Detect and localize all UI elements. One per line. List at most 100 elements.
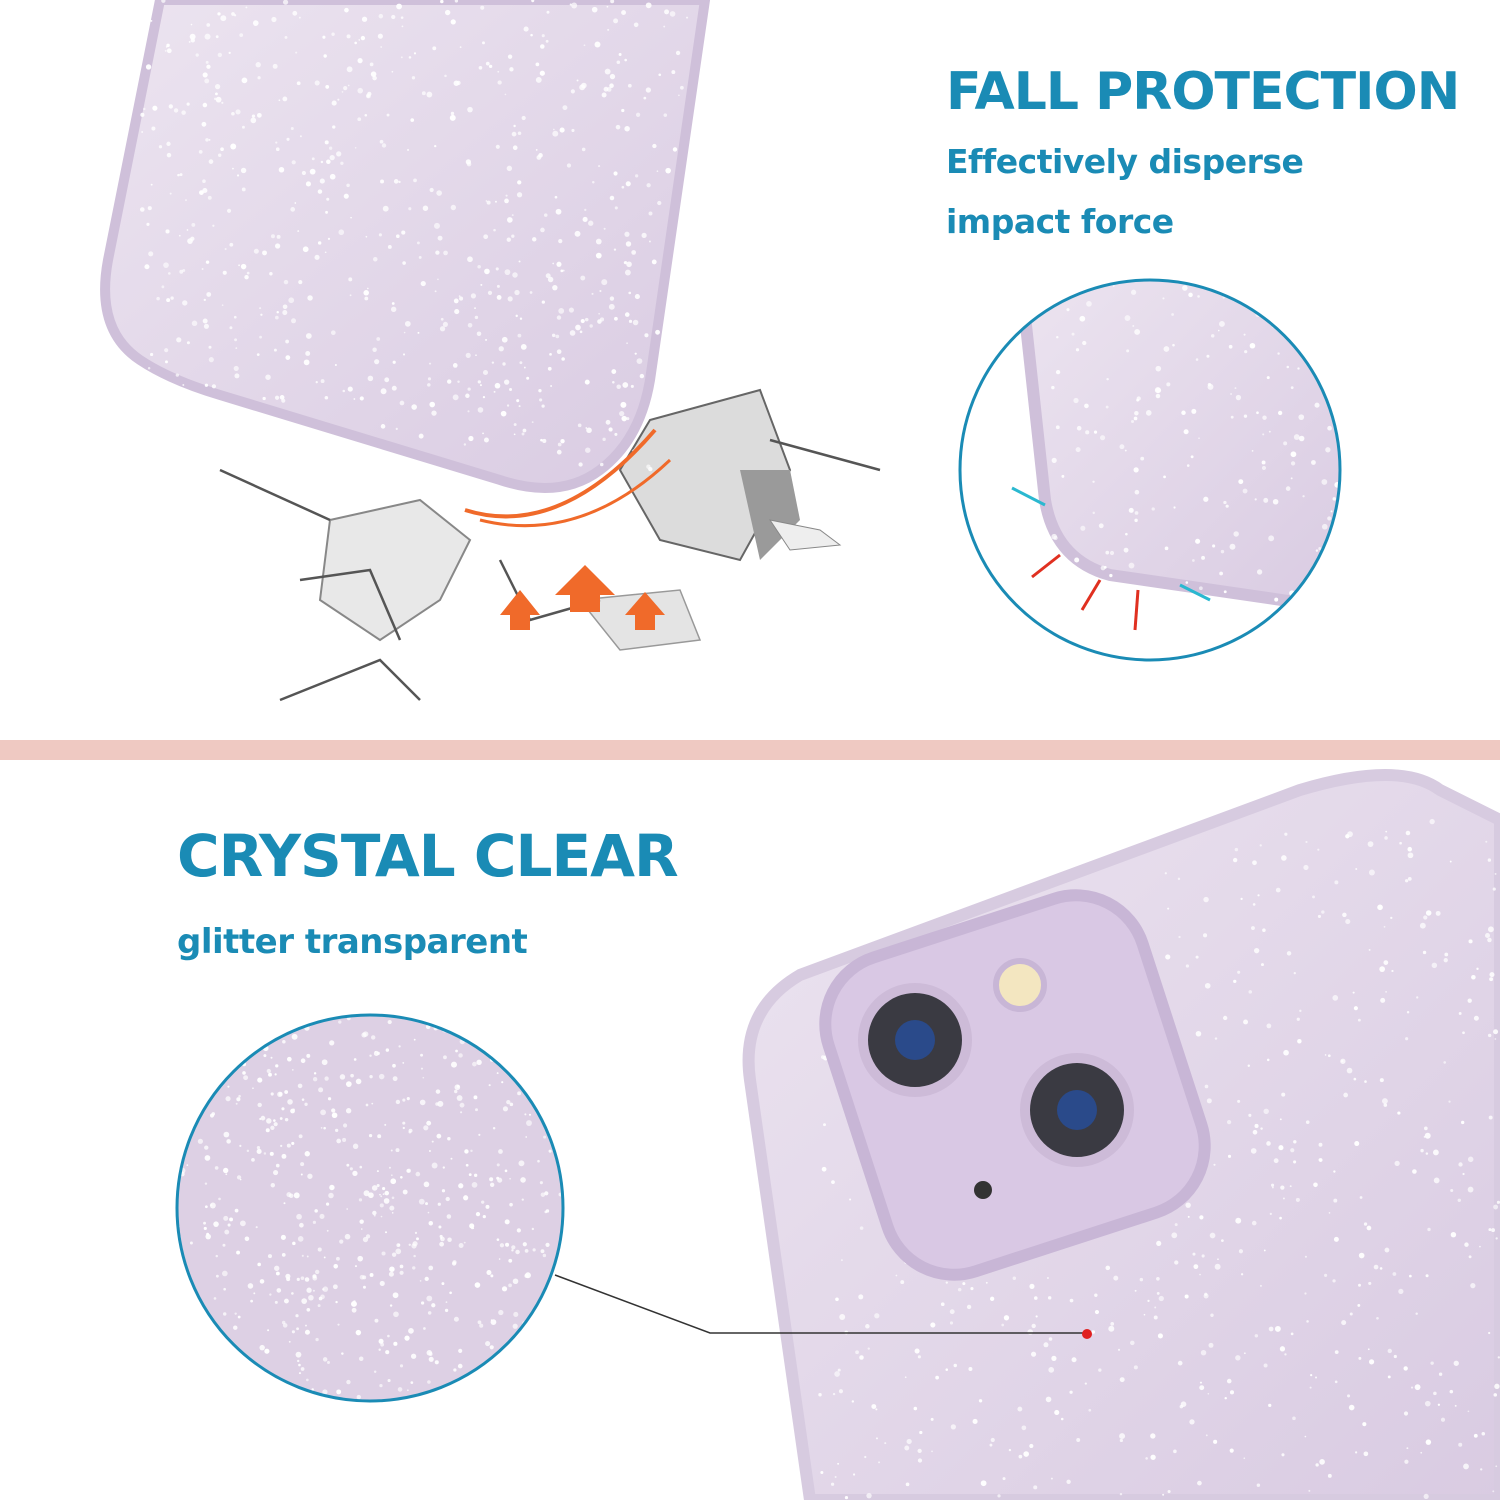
glitter-dot	[930, 1322, 936, 1328]
glitter-dot	[1108, 1325, 1115, 1332]
glitter-dot	[557, 1351, 562, 1357]
glitter-dot	[521, 1198, 524, 1201]
glitter-dot	[165, 360, 168, 364]
glitter-dot	[1243, 1457, 1246, 1460]
glitter-dot	[200, 1358, 205, 1363]
glitter-dot	[256, 112, 262, 118]
glitter-dot	[227, 1223, 231, 1227]
glitter-dot	[1207, 383, 1214, 390]
glitter-dot	[224, 1229, 230, 1235]
glitter-dot	[271, 16, 277, 23]
glitter-dot	[206, 23, 211, 27]
glitter-dot	[980, 1480, 987, 1487]
glitter-dot	[175, 373, 179, 377]
glitter-dot	[373, 1214, 376, 1217]
glitter-dot	[376, 337, 381, 341]
glitter-dot	[1321, 910, 1325, 914]
glitter-dot	[273, 1397, 279, 1400]
glitter-dot	[584, 317, 589, 322]
glitter-dot	[1261, 465, 1267, 471]
glitter-dot	[1216, 281, 1221, 285]
glitter-dot	[1256, 569, 1263, 575]
glitter-dot	[284, 1090, 289, 1094]
glitter-dot	[603, 86, 609, 92]
glitter-dot	[1430, 1361, 1434, 1365]
glitter-dot	[521, 1342, 525, 1346]
glitter-dot	[281, 1153, 287, 1159]
glitter-dot	[395, 234, 400, 239]
glitter-dot	[241, 187, 246, 192]
glitter-dot	[611, 369, 617, 374]
glitter-dot	[556, 349, 562, 354]
glitter-dot	[257, 1262, 261, 1267]
glitter-dot	[1494, 1038, 1497, 1040]
glitter-dot	[340, 161, 344, 165]
glitter-dot	[459, 1102, 465, 1108]
glitter-dot	[538, 1315, 543, 1320]
glitter-dot	[1043, 1342, 1049, 1348]
glitter-dot	[1257, 894, 1260, 897]
glitter-dot	[200, 1311, 207, 1317]
glitter-dot	[569, 3, 572, 6]
glitter-dot	[1487, 937, 1492, 943]
glitter-dot	[262, 396, 266, 401]
glitter-dot	[546, 10, 550, 14]
glitter-dot	[309, 168, 316, 175]
glitter-dot	[490, 1274, 494, 1278]
glitter-dot	[365, 1103, 369, 1107]
glitter-dot	[349, 294, 352, 297]
glitter-dot	[552, 262, 555, 265]
glitter-dot	[957, 1287, 962, 1292]
glitter-dot	[949, 1321, 954, 1325]
glitter-dot	[235, 109, 241, 115]
glitter-dot	[388, 1271, 394, 1277]
glitter-dot	[834, 1476, 837, 1478]
glitter-dot	[603, 227, 606, 230]
glitter-dot	[454, 1084, 461, 1091]
glitter-dot	[558, 1133, 561, 1136]
glitter-dot	[493, 390, 496, 393]
glitter-dot	[1279, 1216, 1282, 1220]
glitter-dot	[355, 1329, 362, 1336]
glitter-dot	[391, 1212, 394, 1214]
glitter-dot	[291, 1292, 294, 1295]
glitter-dot	[508, 1394, 513, 1399]
glitter-dot	[1354, 1141, 1360, 1147]
glitter-dot	[1251, 1220, 1257, 1226]
glitter-dot	[495, 267, 499, 271]
glitter-dot	[208, 1059, 211, 1062]
glitter-dot	[560, 438, 565, 444]
glitter-dot	[1177, 877, 1181, 881]
glitter-dot	[609, 73, 616, 80]
glitter-dot	[566, 163, 572, 168]
glitter-dot	[307, 295, 313, 301]
glitter-dot	[273, 1122, 278, 1127]
glitter-dot	[276, 234, 281, 239]
glitter-dot	[269, 272, 273, 276]
glitter-dot	[1438, 1372, 1443, 1376]
glitter-dot	[262, 250, 267, 256]
glitter-dot	[240, 1016, 246, 1021]
glitter-dot	[517, 333, 522, 338]
glitter-dot	[183, 1063, 188, 1068]
glitter-dot	[1177, 1360, 1183, 1366]
glitter-dot	[341, 91, 344, 93]
glitter-dot	[465, 1163, 469, 1167]
glitter-dot	[520, 1177, 526, 1183]
glitter-dot	[298, 280, 303, 285]
glitter-dot	[506, 1099, 511, 1105]
glitter-dot	[412, 1266, 416, 1270]
glitter-dot	[970, 1287, 974, 1291]
glitter-dot	[540, 227, 545, 233]
glitter-dot	[1394, 1160, 1400, 1167]
glitter-dot	[1493, 1393, 1498, 1397]
glitter-dot	[410, 118, 415, 122]
glitter-dot	[855, 1350, 859, 1355]
glitter-dot	[1191, 408, 1197, 414]
glitter-dot	[1195, 955, 1199, 959]
glitter-dot	[1407, 846, 1413, 852]
glitter-dot	[443, 1055, 447, 1060]
glitter-dot	[1377, 904, 1383, 911]
glitter-dot	[1385, 990, 1387, 993]
glitter-dot	[176, 337, 182, 343]
